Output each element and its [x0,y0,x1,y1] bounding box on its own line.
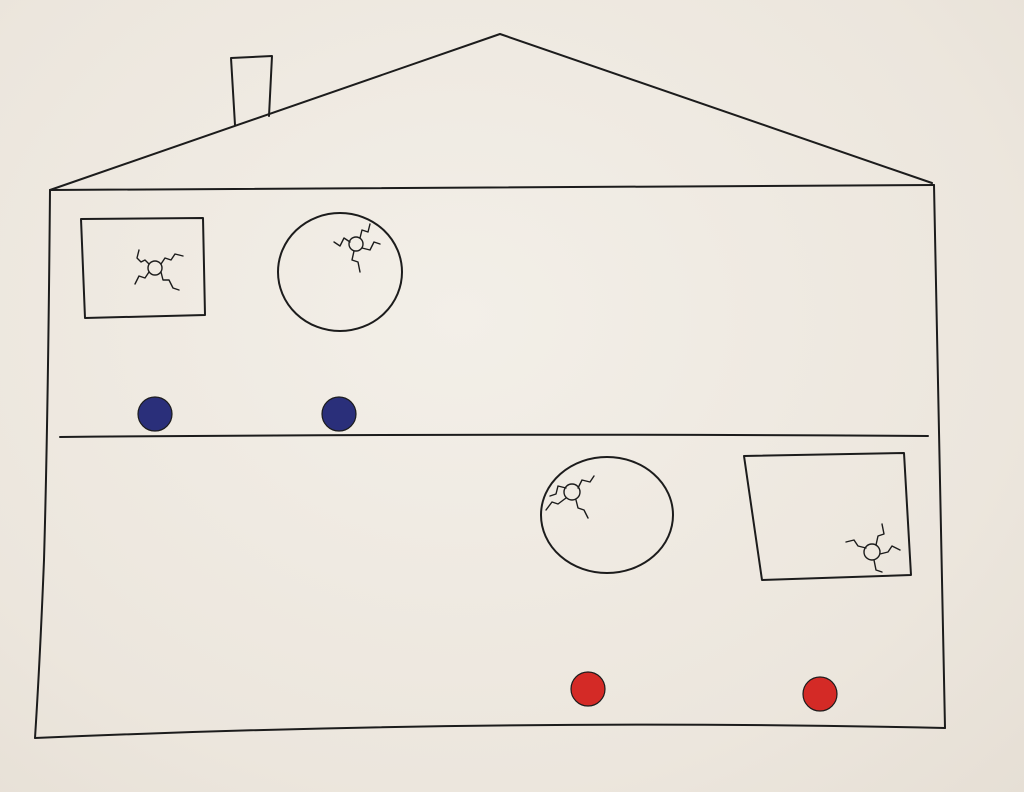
upper-square-frame [80,217,206,319]
upper-circle-frame [277,212,403,332]
spider-figure-upper-square [134,249,184,291]
right-wall [933,184,946,729]
eave-line [49,184,935,191]
floor-line [34,723,946,739]
red-ball-lower-floor-1 [570,671,606,707]
lower-square-frame [743,452,912,581]
spider-figure-lower-square [845,523,901,573]
chimney [230,55,273,126]
lower-circle-frame [540,456,674,574]
spider-figure-upper-circle [333,223,381,273]
red-ball-lower-floor-2 [802,676,838,712]
roof-outline [49,33,933,191]
floor-divider [59,433,929,438]
blue-ball-upper-floor-1 [137,396,173,432]
left-wall [34,189,51,739]
spider-figure-lower-circle [545,475,595,519]
blue-ball-upper-floor-2 [321,396,357,432]
